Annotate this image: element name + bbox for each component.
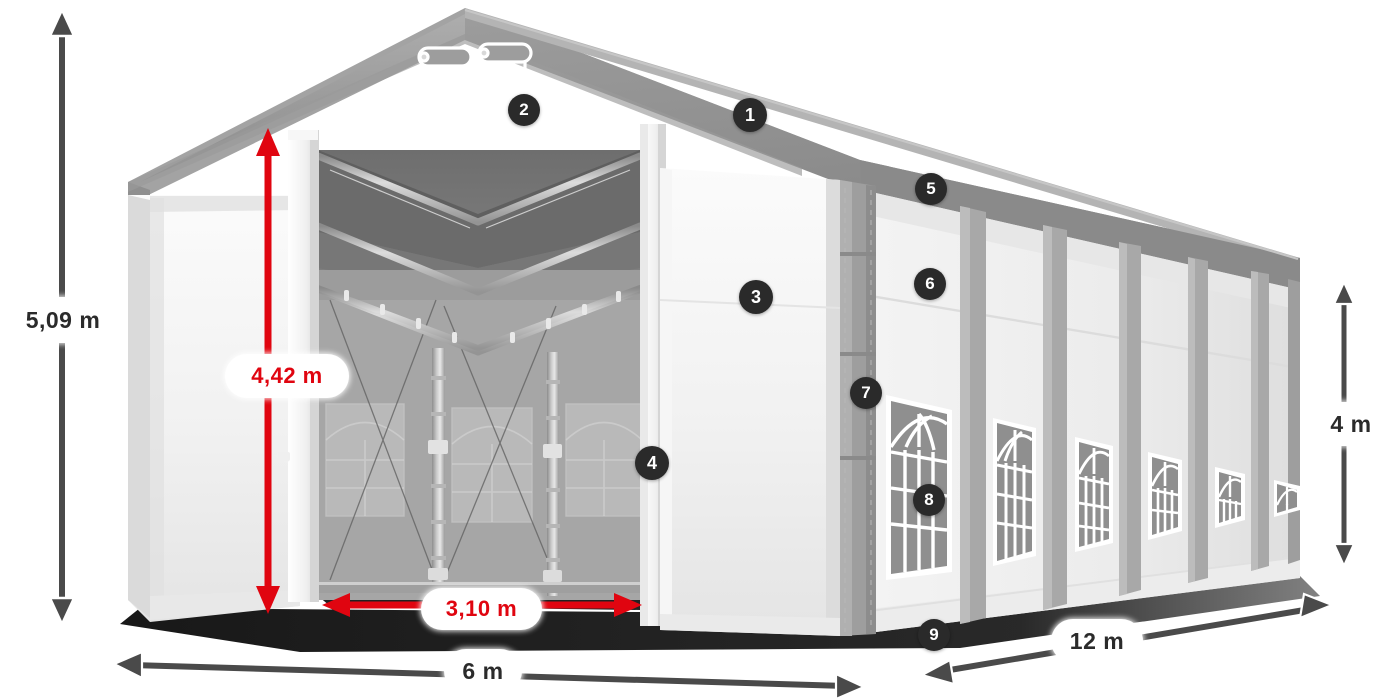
callout-badge-cathedral-window[interactable]: 8 [913,484,945,516]
side-wall [845,186,1300,636]
callout-badge-entrance-door-edge[interactable]: 4 [635,446,669,480]
dimension-label-tent-width: 6 m [447,652,519,690]
callout-badge-roof-canopy[interactable]: 1 [733,98,767,132]
dimension-label-side-height: 4 m [1320,405,1382,443]
dimension-label-door-width: 3,10 m [424,591,539,627]
dimension-label-total-height: 5,09 m [14,300,112,340]
front-right-wall-panel [659,168,841,636]
interior-leg [543,352,562,596]
callout-badge-rolled-gable-curtain[interactable]: 2 [508,94,540,126]
callout-badge-roof-eave-edge[interactable]: 5 [915,173,947,205]
callout-badge-wall-ground-hem[interactable]: 9 [918,619,950,651]
dimension-label-eave-height: 4,42 m [228,357,346,395]
callout-badge-front-wall-panel[interactable]: 3 [739,280,773,314]
interior-leg [428,348,448,596]
tent-interior [318,150,640,600]
dimension-label-tent-length: 12 m [1054,622,1140,660]
front-left-wall-panel [128,195,300,622]
rolled-gable-curtain [417,42,533,112]
corner-leg-cover [840,180,876,636]
callout-badge-side-wall-upper[interactable]: 6 [914,268,946,300]
callout-badge-corner-leg-cover[interactable]: 7 [850,377,882,409]
